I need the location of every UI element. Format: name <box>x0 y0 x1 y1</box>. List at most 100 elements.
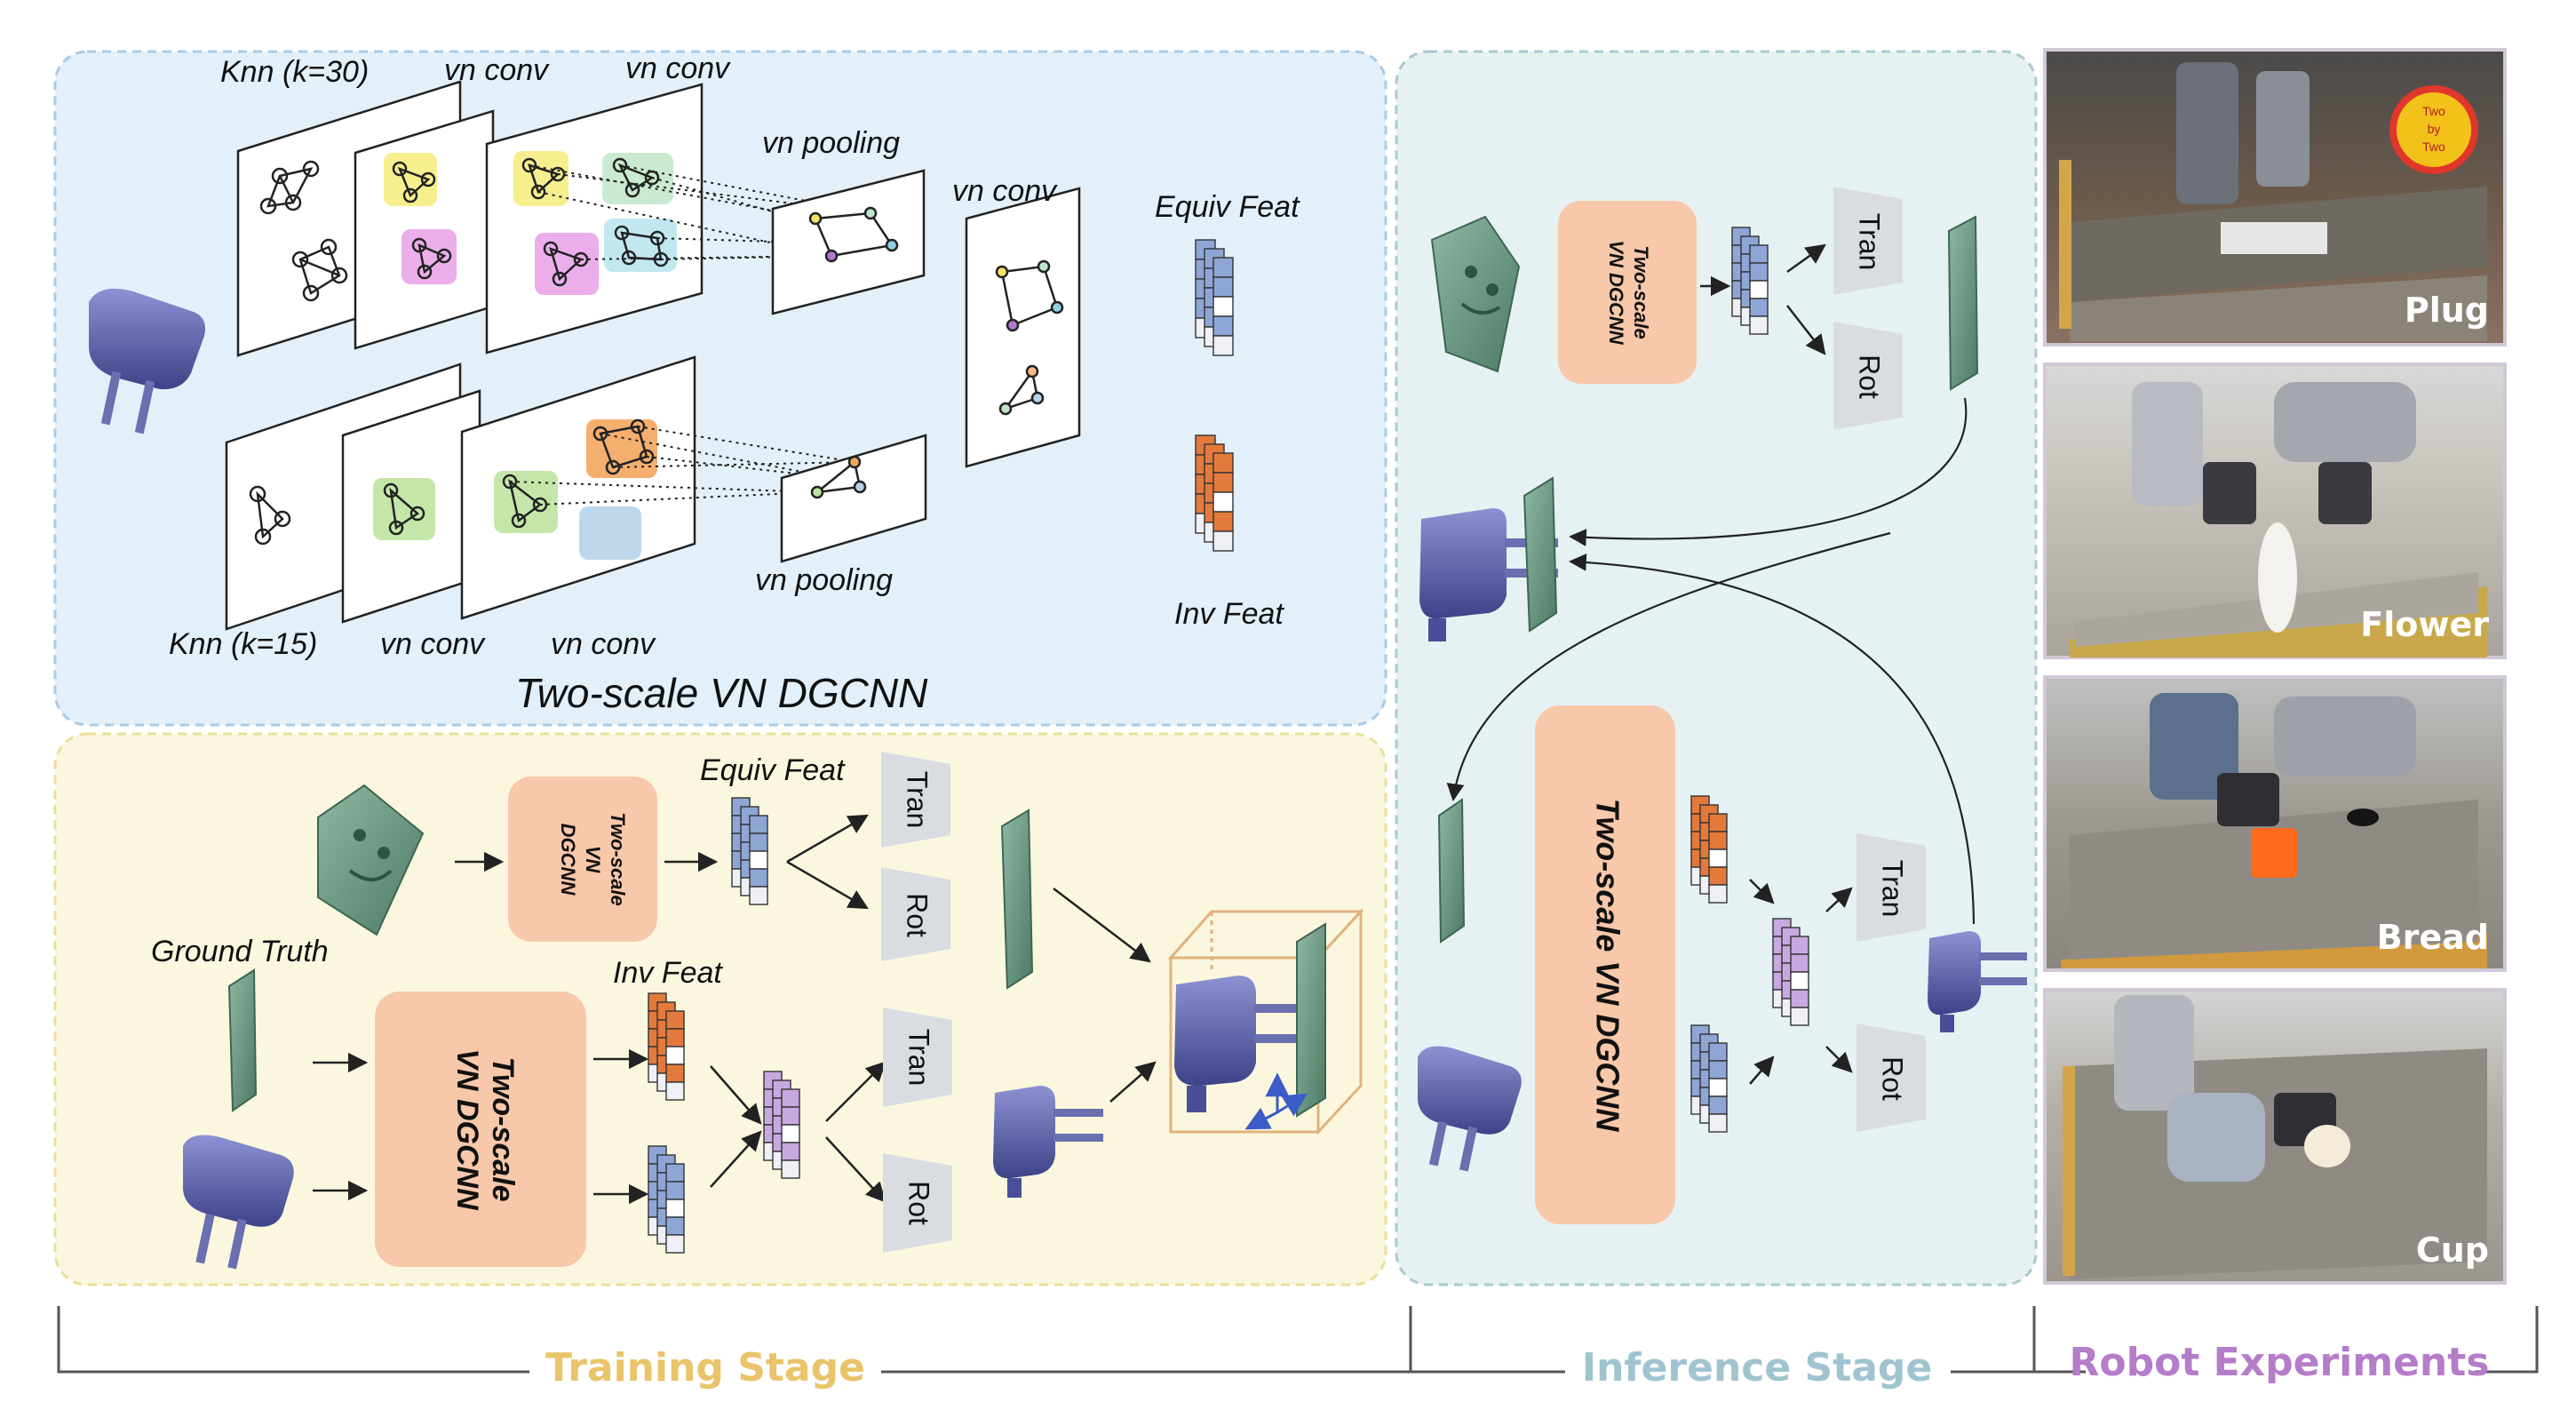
sign-text-1: Two <box>2422 104 2445 118</box>
tran-block-train-bottom: Tran <box>883 1008 952 1107</box>
label-knn15: Knn (k=15) <box>169 627 317 661</box>
equiv-feat-stack-train <box>731 797 768 905</box>
inv-feat-stack-top <box>1195 434 1234 552</box>
small-block-label: Two-scale VN DGCNN <box>557 812 629 906</box>
svg-text:VN DGCNN: VN DGCNN <box>450 1048 484 1211</box>
label-vnconv-top-1: vn conv <box>444 53 550 87</box>
label-vnpool-top: vn pooling <box>762 126 900 160</box>
plane-vnpool-bottom <box>780 434 927 563</box>
label-ground-truth: Ground Truth <box>151 935 329 968</box>
svg-text:DGCNN: DGCNN <box>557 824 579 896</box>
stage-brackets <box>57 1306 2539 1374</box>
stage-label-training: Training Stage <box>545 1345 865 1390</box>
svg-text:Rot: Rot <box>902 893 934 937</box>
inv-feat-stack-train <box>648 992 685 1101</box>
mixed-feat-stack-train <box>763 1071 800 1179</box>
big-vn-dgcnn-block-inference <box>1535 705 1675 1224</box>
label-vnconv-top-3: vn conv <box>952 174 1058 208</box>
arrow-inf-equiv-to-mix <box>1749 1055 1775 1085</box>
svg-text:Rot: Rot <box>903 1181 935 1225</box>
photo-label-plug: Plug <box>2405 291 2489 330</box>
arrow-mix-to-rot <box>825 1136 886 1203</box>
svg-text:Two-scale: Two-scale <box>607 812 629 906</box>
plane-vnconv-final <box>965 187 1081 468</box>
gt-plate-inference <box>1437 798 1466 944</box>
arrow-plug-to-assembly <box>1109 1061 1157 1103</box>
label-vnconv-bottom-2: vn conv <box>551 627 656 661</box>
plane-vnconv-1a <box>354 109 495 350</box>
label-vnconv-bottom-1: vn conv <box>380 627 486 661</box>
label-inv-feat-top: Inv Feat <box>1174 597 1284 631</box>
arrow-mix-to-tran <box>825 1061 886 1122</box>
arrow-inf-mix-to-tran <box>1825 887 1853 912</box>
photo-label-cup: Cup <box>2416 1231 2489 1270</box>
arrow-inf-mix-to-rot <box>1825 1046 1853 1073</box>
big-block-label-training: Two-scale VN DGCNN <box>450 1048 520 1211</box>
curve-mid-to-plate <box>1446 531 1891 801</box>
predicted-plug-inference <box>1928 931 2027 1032</box>
mixed-feat-stack-inf <box>1772 918 1809 1026</box>
equiv-feat-stack-top <box>1195 239 1234 356</box>
stage-label-inference: Inference Stage <box>1582 1345 1933 1390</box>
svg-text:Rot: Rot <box>1877 1056 1909 1101</box>
svg-text:Tran: Tran <box>1877 860 1909 918</box>
sign-text-2: by <box>2428 122 2441 136</box>
plane-vnconv-2b <box>460 355 696 620</box>
inv-feat-stack-inf <box>1690 795 1728 904</box>
plane-vnpool-top <box>771 169 926 315</box>
arrow-inf-equiv-to-tran <box>1786 243 1826 274</box>
label-equiv-feat-train: Equiv Feat <box>700 753 846 787</box>
rot-block-inf-top: Rot <box>1833 322 1903 430</box>
photo-cup: Cup <box>2043 988 2507 1285</box>
rot-block-inf-bottom: Rot <box>1856 1024 1926 1132</box>
big-block-label-inference: Two-scale VN DGCNN <box>1589 799 1626 1133</box>
predicted-plate-inference <box>1947 215 1979 391</box>
sign-text-3: Two <box>2422 139 2445 154</box>
plug-input-training <box>182 1135 294 1270</box>
plug-input-inference <box>1417 1046 1522 1172</box>
photo-bread: Bread <box>2043 675 2507 972</box>
ground-truth-plate <box>227 968 258 1112</box>
photo-label-bread: Bread <box>2377 918 2489 957</box>
curve-plug-to-mid <box>1569 554 1976 925</box>
curve-plate-to-mid <box>1569 397 1968 546</box>
equiv-feat-stack-train-2 <box>648 1145 685 1254</box>
svg-text:Two-scale: Two-scale <box>1630 245 1652 339</box>
mid-assembly-inference <box>1419 476 1558 641</box>
arrow-equiv-to-tran <box>786 814 869 864</box>
svg-text:Rot: Rot <box>1854 354 1886 399</box>
arrow-inf-equiv-to-rot <box>1786 305 1826 355</box>
tran-block-train-top: Tran <box>881 752 950 848</box>
svg-text:Tran: Tran <box>902 771 934 829</box>
photo-flower: Flower <box>2043 362 2507 659</box>
label-equiv-feat-top: Equiv Feat <box>1155 190 1300 224</box>
predicted-plug-training <box>993 1086 1103 1198</box>
tran-block-inf-bottom: Tran <box>1856 833 1926 942</box>
top-panel-title: Two-scale VN DGCNN <box>515 670 928 716</box>
assembly-box <box>1167 908 1364 1135</box>
arrow-equiv-to-rot <box>786 860 869 910</box>
tran-block-inf-top: Tran <box>1833 187 1903 295</box>
plate-input-inference <box>1430 215 1521 373</box>
rot-block-train-bottom: Rot <box>883 1153 952 1253</box>
photo-label-flower: Flower <box>2360 605 2489 644</box>
small-vn-dgcnn-block-inference <box>1558 201 1697 384</box>
predicted-plate-training <box>1000 809 1034 990</box>
arrow-plate-to-assembly <box>1053 888 1151 963</box>
label-vnconv-top-2: vn conv <box>625 52 731 85</box>
label-knn30: Knn (k=30) <box>220 55 369 89</box>
arrow-inf-inv-to-mix <box>1749 879 1775 904</box>
plug-3d-top <box>89 288 205 434</box>
svg-text:VN: VN <box>582 846 604 874</box>
stage-label-robot: Robot Experiments <box>2070 1340 2490 1385</box>
arrow-inv-to-mix <box>710 1065 762 1125</box>
feature-stacks <box>648 227 1809 1254</box>
plate-input-training <box>317 784 425 936</box>
equiv-feat-stack-inf-2 <box>1690 1024 1728 1133</box>
svg-text:Tran: Tran <box>903 1029 935 1087</box>
svg-text:VN DGCNN: VN DGCNN <box>1605 240 1627 345</box>
photo-plug: Two by Two Plug <box>2043 48 2507 347</box>
big-vn-dgcnn-block-training <box>375 992 586 1267</box>
rot-block-train-top: Rot <box>881 867 950 961</box>
